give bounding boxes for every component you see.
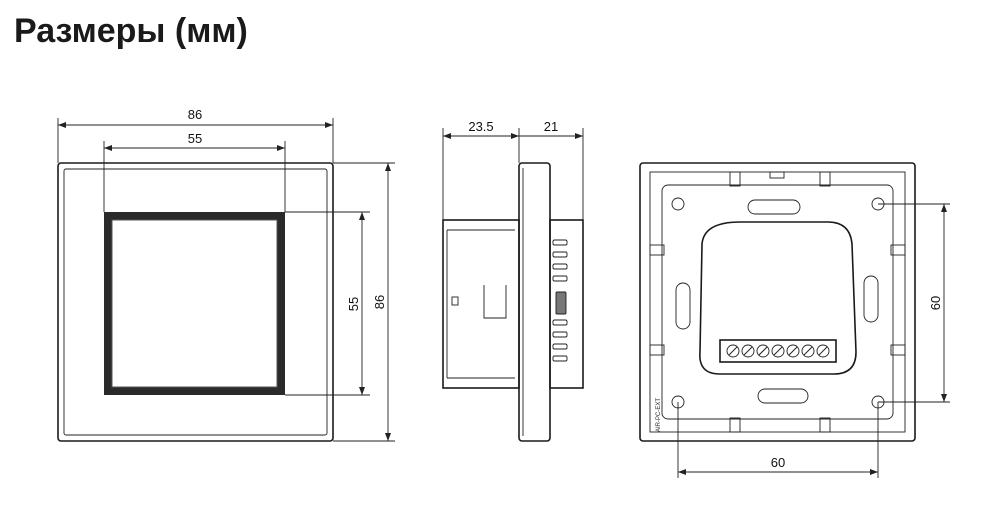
back-view: AIR-PC-EXT 60 60	[639, 162, 950, 478]
dim-front-width-inner: 55	[188, 131, 202, 146]
page-title: Размеры (мм)	[14, 12, 248, 50]
back-side-marking: AIR-PC-EXT	[656, 398, 662, 432]
dim-front-height-inner: 55	[346, 297, 361, 311]
dim-back-mount-height: 60	[928, 296, 943, 310]
dim-back-mount-width: 60	[771, 455, 785, 470]
side-view: 23.5 21	[442, 119, 584, 442]
back-slot-right	[863, 275, 879, 323]
front-outer-frame	[57, 162, 334, 442]
dim-front-height-outer: 86	[372, 295, 387, 309]
back-slot-top	[747, 199, 801, 215]
side-front-plate	[518, 162, 551, 442]
dim-front-width-outer: 86	[188, 107, 202, 122]
dim-side-depth-back: 23.5	[468, 119, 493, 134]
back-mount-plate	[661, 184, 894, 420]
side-back-box	[442, 219, 520, 389]
back-slot-bottom	[757, 388, 809, 404]
front-view: 86 55 55 86	[57, 107, 395, 442]
side-front-cover	[549, 219, 584, 389]
back-outer-frame	[639, 162, 916, 442]
back-center-box	[699, 221, 857, 375]
back-slot-left	[675, 282, 691, 330]
back-terminal-block	[719, 339, 837, 363]
dim-side-depth-front: 21	[544, 119, 558, 134]
front-screen	[111, 219, 278, 388]
front-frame-bevel	[63, 168, 328, 436]
